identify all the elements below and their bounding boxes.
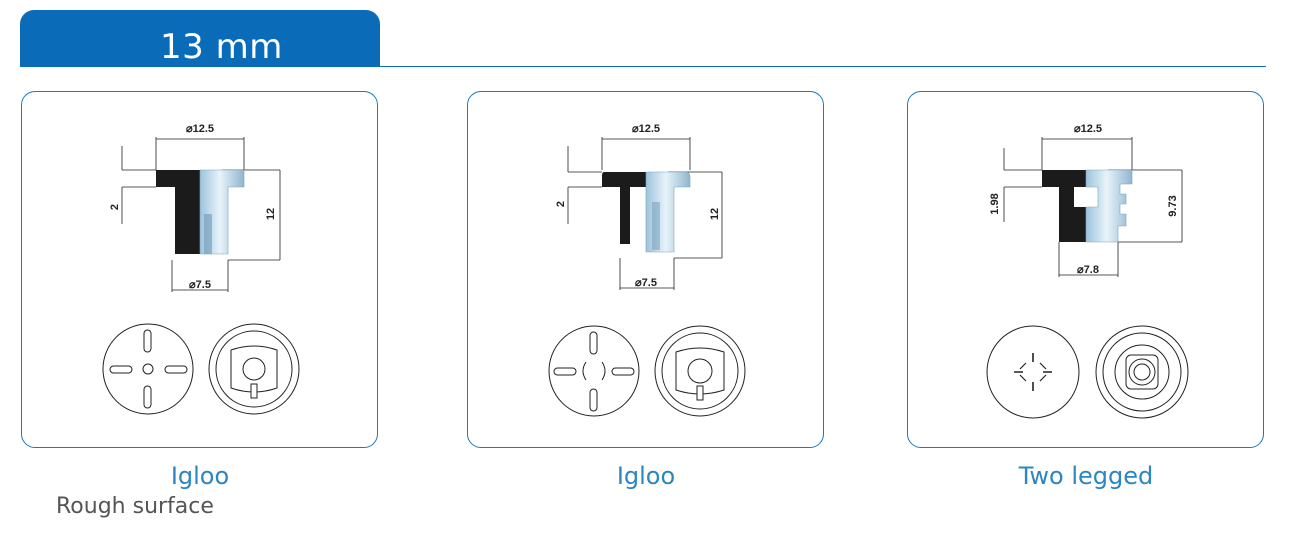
back-view-icon — [1095, 325, 1189, 419]
product-card-two-legged: ⌀12.5 1.98 9.73 ⌀7.8 — [907, 91, 1264, 448]
product-card-igloo-rough: ⌀12.5 2 12 ⌀7.5 — [21, 91, 378, 448]
product-card-igloo: ⌀12.5 2 12 ⌀7.5 — [467, 91, 824, 448]
dimension-lines — [567, 137, 723, 290]
igloo-diagram: ⌀12.5 2 12 ⌀7.5 — [548, 123, 746, 417]
two-legged-diagram: ⌀12.5 1.98 9.73 ⌀7.8 — [986, 123, 1189, 419]
bottom-diameter-label: ⌀7.8 — [1077, 264, 1099, 276]
dimension-lines — [1003, 137, 1183, 277]
card-caption-1: Igloo — [170, 462, 230, 490]
height-label: 12 — [709, 208, 721, 220]
bottom-diameter-label: ⌀7.5 — [189, 279, 211, 291]
front-view-icon — [548, 325, 640, 417]
header-divider — [20, 66, 1266, 67]
dimension-lines — [121, 137, 281, 292]
top-diameter-label: ⌀12.5 — [186, 123, 214, 135]
igloo-rough-diagram: ⌀12.5 2 12 ⌀7.5 — [102, 123, 300, 415]
top-diameter-label: ⌀12.5 — [632, 123, 660, 135]
front-view-icon — [102, 323, 194, 415]
flange-thickness-label: 1.98 — [989, 193, 1001, 214]
card-caption-2: Igloo — [616, 462, 676, 490]
page-title: 13 mm — [160, 27, 283, 67]
exterior-half — [1085, 169, 1133, 243]
back-view-icon — [208, 323, 300, 415]
card-caption-3: Two legged — [1018, 462, 1154, 490]
top-diameter-label: ⌀12.5 — [1074, 123, 1102, 135]
height-label: 9.73 — [1167, 195, 1179, 216]
cross-section-half — [602, 172, 646, 244]
flange-thickness-label: 2 — [109, 204, 121, 210]
front-view-icon — [986, 325, 1080, 419]
flange-thickness-label: 2 — [555, 201, 567, 207]
card-subcaption-1: Rough surface — [56, 494, 214, 519]
cross-section-half — [156, 170, 200, 254]
header-tab: 13 mm — [20, 10, 380, 67]
cross-section-half — [1042, 170, 1086, 242]
height-label: 12 — [265, 208, 277, 220]
bottom-diameter-label: ⌀7.5 — [635, 277, 657, 289]
back-view-icon — [654, 325, 746, 417]
